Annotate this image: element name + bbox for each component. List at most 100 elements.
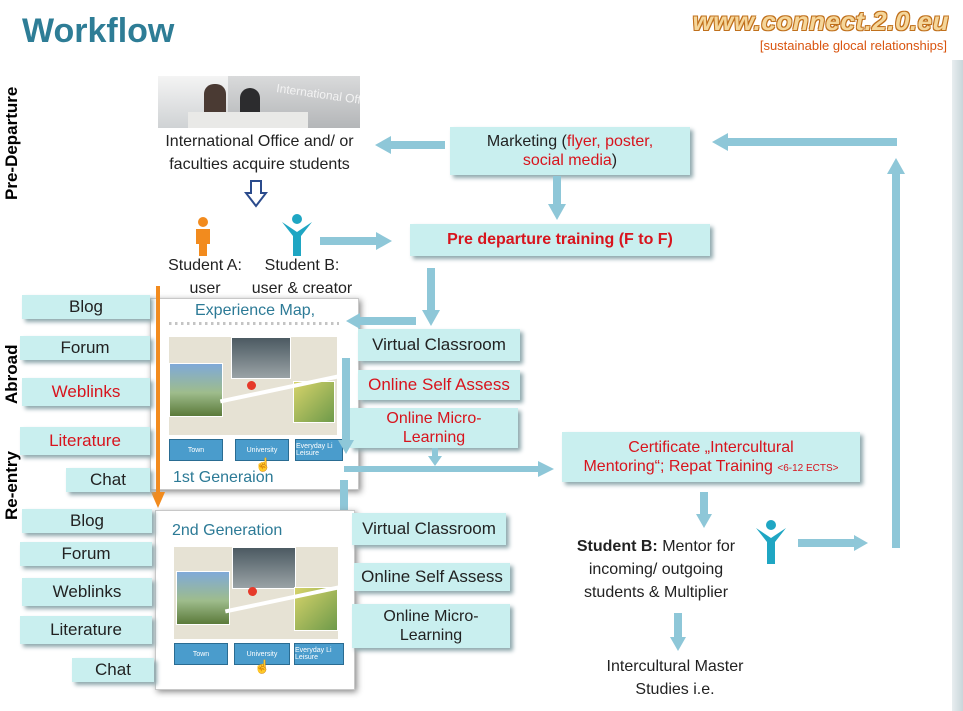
- gen1-oml-line1: Online Micro-: [386, 409, 482, 427]
- marketing-items2: social media: [522, 152, 612, 169]
- master-line2: Studies i.e.: [635, 681, 715, 699]
- gen1-hand-cursor-icon: ☝: [255, 457, 272, 472]
- gen2-left-chat[interactable]: Chat: [72, 658, 154, 682]
- arrow-micro-down: [428, 448, 442, 466]
- photo-sign: International Office: [275, 81, 360, 109]
- student-a-icon: [196, 217, 210, 256]
- down-hollow-arrow: [244, 180, 268, 208]
- arrow-mentor-right: [798, 535, 868, 551]
- arrow-training-to-classroom: [422, 268, 440, 326]
- gen2-map-photo: [176, 571, 230, 625]
- arrow-loop-up: [887, 158, 905, 548]
- marketing-line1: Marketing (flyer, poster,: [487, 132, 653, 151]
- arrow-gen1-right-down: [338, 358, 354, 454]
- right-edge-strip: [952, 60, 963, 711]
- gen2-map-photo-top: [232, 547, 296, 589]
- certificate-line2-wrap: Mentoring“; Repat Training <6-12 ECTS>: [583, 457, 838, 476]
- gen1-map: [169, 337, 337, 435]
- gen1-left-literature[interactable]: Literature: [20, 427, 150, 455]
- marketing-items: flyer, poster,: [566, 132, 654, 150]
- gen1-left-blog[interactable]: Blog: [22, 295, 150, 319]
- certificate-line2: Mentoring“; Repat Training: [583, 458, 773, 475]
- gen1-virtual-classroom[interactable]: Virtual Classroom: [358, 329, 520, 361]
- gen2-tab-town[interactable]: Town: [174, 643, 228, 665]
- gen1-oml-line2: Learning: [402, 429, 466, 446]
- mentor-line3: students & Multiplier: [583, 584, 729, 602]
- certificate-line1: Certificate „Intercultural: [628, 438, 794, 456]
- arrow-certificate-to-mentor: [696, 492, 712, 528]
- gen2-online-micro-learning[interactable]: Online Micro- Learning: [352, 604, 510, 648]
- marketing-suffix: ): [611, 152, 618, 169]
- gen2-online-self-assess[interactable]: Online Self Assess: [354, 563, 510, 591]
- brand-tagline: [sustainable glocal relationships]: [759, 38, 947, 53]
- gen2-tab-university[interactable]: University: [234, 643, 290, 665]
- mentor-text: Student B: Mentor for incoming/ outgoing…: [566, 535, 746, 605]
- mentor-line1: Mentor for: [657, 538, 736, 555]
- marketing-prefix: Marketing (: [486, 132, 567, 150]
- gen2-map: [174, 547, 338, 639]
- gen1-experience-map-frame: Experience Map, Town University Everyday…: [150, 298, 359, 490]
- gen2-oml-line1: Online Micro-: [383, 607, 479, 625]
- arrow-to-certificate: [344, 461, 554, 477]
- gen1-map-photo-top: [231, 337, 291, 379]
- phase-label-pre-departure: Pre-Departure: [2, 86, 21, 200]
- gen1-left-forum[interactable]: Forum: [20, 336, 150, 360]
- gen2-map-pin: [248, 587, 257, 596]
- master-text: Intercultural Master Studies i.e.: [590, 655, 760, 701]
- gen1-left-weblinks[interactable]: Weblinks: [22, 378, 150, 406]
- gen2-oml-line2: Learning: [399, 627, 463, 644]
- pre-training-label: Pre departure training (F to F): [447, 231, 673, 249]
- student-a-label: Student A: user: [160, 254, 250, 300]
- mentor-student-icon: [756, 520, 786, 564]
- certificate-ects: <6-12 ECTS>: [777, 463, 839, 474]
- phase-label-abroad: Abroad: [2, 344, 21, 405]
- international-office-photo: International Office: [158, 76, 360, 128]
- phase-label-reentry: Re-entry: [2, 451, 21, 520]
- intl-office-line2: faculties acquire students: [169, 156, 350, 174]
- gen1-header: Experience Map,: [195, 302, 316, 319]
- mentor-line2: incoming/ outgoing: [588, 561, 724, 579]
- marketing-box: Marketing (flyer, poster, social media): [450, 127, 690, 175]
- arrow-marketing-to-training: [548, 176, 566, 220]
- gen2-header: 2nd Generation: [172, 522, 283, 539]
- gen1-footer: 1st Generaion: [173, 469, 274, 486]
- gen2-left-weblinks[interactable]: Weblinks: [22, 578, 152, 606]
- student-a-line2: user: [189, 280, 221, 298]
- master-line1: Intercultural Master: [606, 658, 744, 675]
- gen2-left-blog[interactable]: Blog: [22, 509, 152, 533]
- arrow-marketing-to-office: [375, 136, 445, 154]
- gen2-virtual-classroom[interactable]: Virtual Classroom: [352, 513, 506, 545]
- gen1-map-photo: [169, 363, 223, 417]
- arrow-loop-to-marketing: [712, 133, 897, 151]
- arrow-mentor-to-master: [670, 613, 686, 651]
- gen1-online-self-assess[interactable]: Online Self Assess: [358, 370, 520, 400]
- mentor-line1-wrap: Student B: Mentor for: [566, 535, 746, 558]
- gen1-tab-town[interactable]: Town: [169, 439, 223, 461]
- gen2-left-literature[interactable]: Literature: [20, 616, 152, 644]
- orange-arrow-gen1-to-gen2: [151, 286, 165, 508]
- gen1-map-photo-right: [293, 381, 335, 423]
- marketing-line2: social media): [523, 151, 617, 170]
- photo-desk: [188, 112, 308, 128]
- arrow-classroom-to-map: [346, 313, 416, 329]
- gen2-left-forum[interactable]: Forum: [20, 542, 152, 566]
- arrow-student-to-training: [320, 232, 392, 250]
- gen1-left-chat[interactable]: Chat: [66, 468, 150, 492]
- intl-office-line1: International Office and/ or: [165, 133, 354, 150]
- certificate-box: Certificate „Intercultural Mentoring“; R…: [562, 432, 860, 482]
- gen2-tab-everyday[interactable]: Everyday Li Leisure: [294, 643, 344, 665]
- gen1-tab-university[interactable]: University: [235, 439, 289, 461]
- student-b-line2: user & creator: [251, 280, 353, 298]
- gen1-tab-everyday[interactable]: Everyday Li Leisure: [295, 439, 343, 461]
- student-b-icon: [282, 214, 312, 256]
- mentor-bold: Student B:: [576, 538, 658, 555]
- student-a-line1: Student A:: [168, 257, 242, 274]
- student-b-line1: Student B:: [264, 257, 340, 274]
- gen1-online-micro-learning[interactable]: Online Micro- Learning: [350, 408, 518, 448]
- gen1-map-pin: [247, 381, 256, 390]
- student-b-label: Student B: user & creator: [246, 254, 358, 300]
- gen1-subheader-line: [169, 322, 339, 325]
- gen2-experience-map-frame: 2nd Generation Town University Everyday …: [155, 510, 355, 690]
- pre-departure-training-box: Pre departure training (F to F): [410, 224, 710, 256]
- page-title: Workflow: [22, 12, 175, 50]
